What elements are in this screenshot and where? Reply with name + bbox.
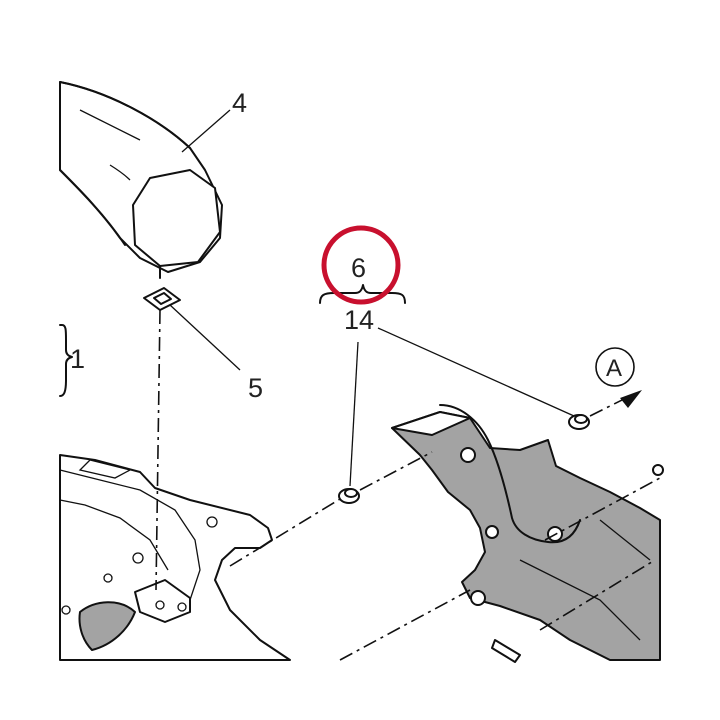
tube-end-face <box>132 169 221 267</box>
brace-6 <box>319 284 406 304</box>
centerline-right-upper <box>544 477 661 541</box>
arrow-head-a <box>620 390 642 408</box>
leader-4 <box>181 109 231 153</box>
centerline-lower-bushing <box>229 498 341 567</box>
leader-14-a <box>349 341 359 487</box>
label-part-5: 5 <box>248 373 263 403</box>
part-1-brace <box>59 324 73 397</box>
bushing-lower <box>338 488 360 504</box>
leader-14-b <box>377 327 575 417</box>
label-view-a: A <box>606 355 622 382</box>
view-ref-circle <box>595 347 635 387</box>
highlight-circle <box>321 225 401 305</box>
part-4-tube <box>59 81 223 279</box>
centerline-bottom <box>339 589 471 661</box>
frame-lower-left <box>59 454 291 661</box>
label-part-1: 1 <box>70 344 85 374</box>
centerline-right-lower <box>539 559 656 631</box>
centerline-vertical <box>155 309 161 591</box>
bushing-upper <box>568 414 590 430</box>
grey-bracket <box>391 404 664 663</box>
label-part-14: 14 <box>344 305 374 335</box>
part-5-washer <box>143 287 181 311</box>
centerline-lower-bushing-b <box>359 451 433 491</box>
label-part-4: 4 <box>232 88 247 118</box>
label-part-6: 6 <box>351 253 366 283</box>
leader-5 <box>169 304 241 371</box>
